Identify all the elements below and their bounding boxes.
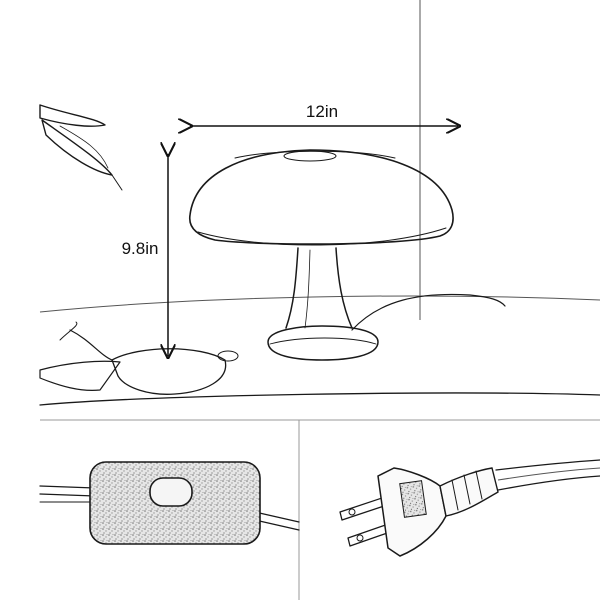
tabletop-edge (39, 392, 600, 406)
lamp-stem (285, 247, 299, 329)
lamp (189, 149, 506, 361)
plug-panel (339, 459, 600, 557)
height-label: 9.8in (122, 239, 159, 258)
lamp-shade (189, 149, 454, 245)
lamp-base (267, 325, 379, 361)
decor-dish (39, 321, 239, 395)
plug-strain-relief (439, 467, 499, 517)
width-label: 12in (306, 102, 338, 121)
width-dimension: 12in (190, 102, 458, 126)
plant-leaves (39, 104, 123, 191)
inline-switch-panel (39, 461, 300, 545)
height-dimension: 9.8in (122, 154, 168, 356)
table-edge (39, 295, 600, 313)
plug-cord (495, 459, 600, 471)
rocker-button (149, 477, 193, 507)
switch-cord-right (254, 511, 300, 523)
lamp-cord (351, 293, 506, 331)
plug-grip-texture (399, 480, 427, 518)
lamp-scene: 12in 9.8in (39, 0, 600, 406)
switch-cord-left (39, 485, 96, 489)
